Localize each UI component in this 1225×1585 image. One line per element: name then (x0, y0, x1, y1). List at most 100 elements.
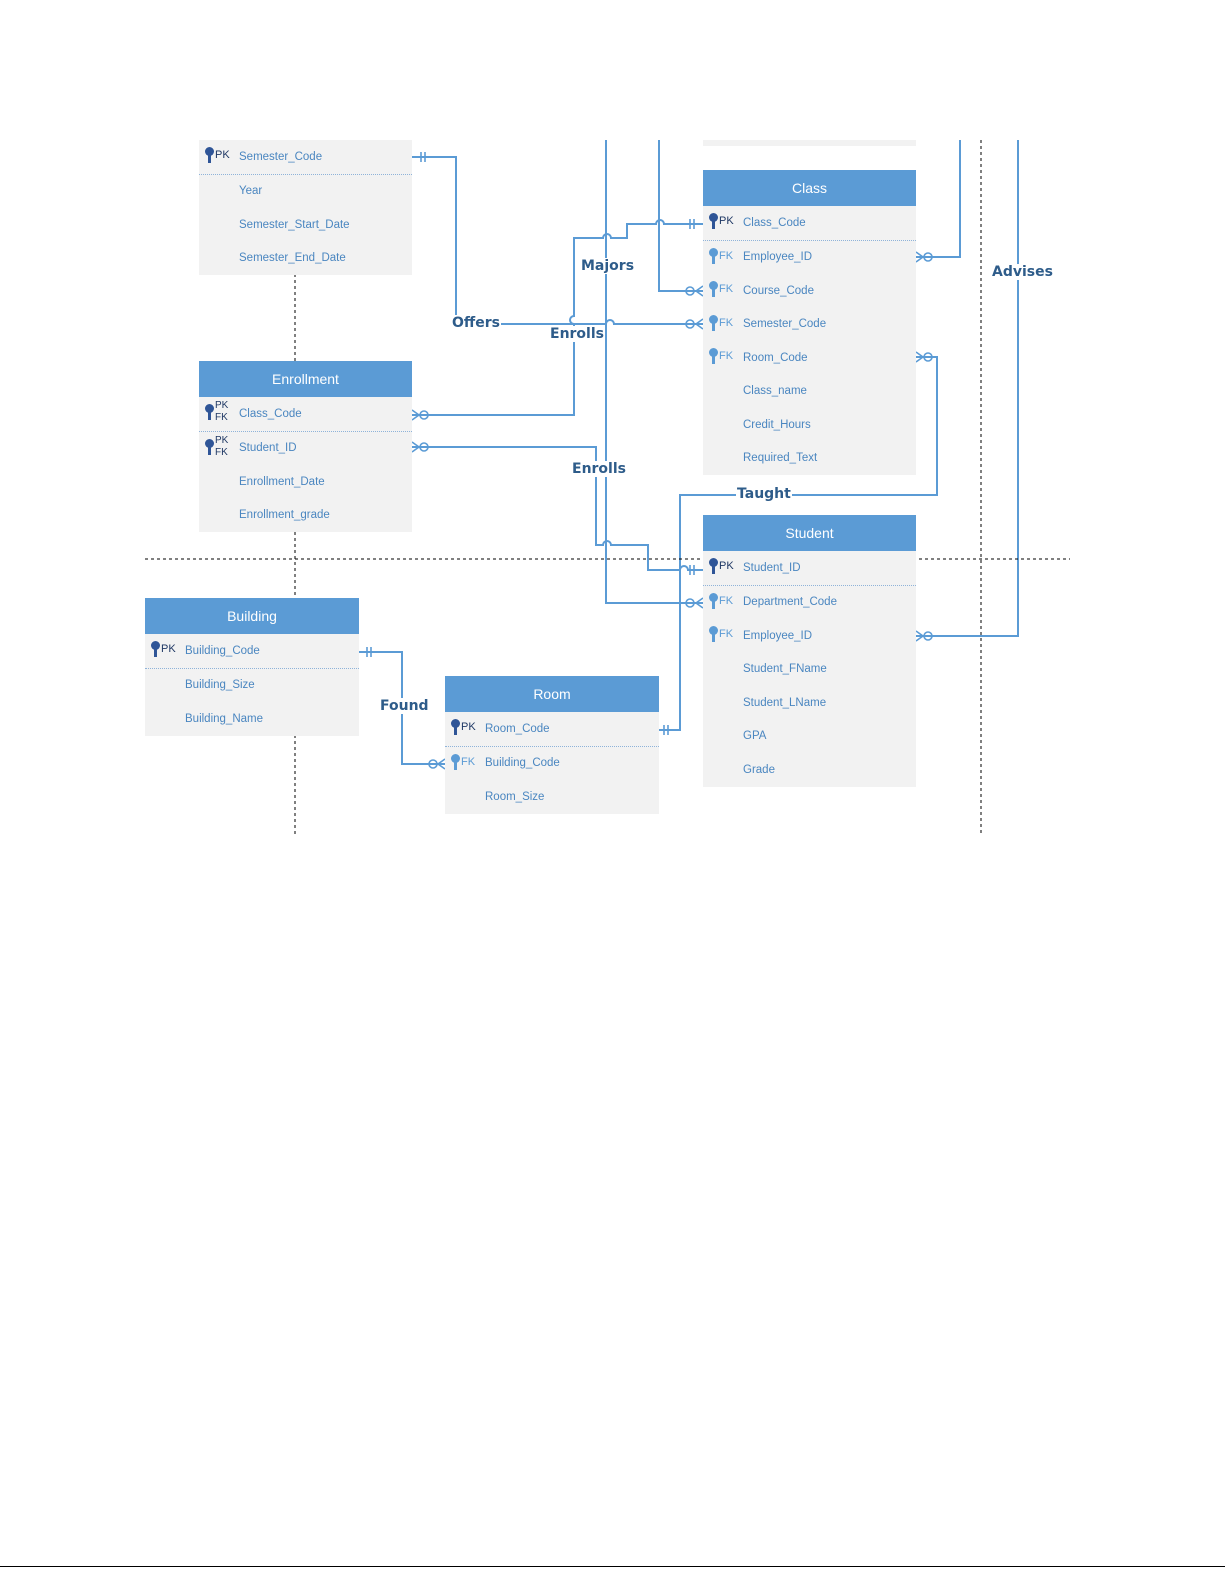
field-row: PK Building_Code (145, 634, 359, 669)
entity-semester: PK Semester_Code Year Semester_Start_Dat… (199, 140, 412, 275)
field-name: Building_Code (185, 644, 260, 657)
entity-class: Class PK Class_Code FK Employee_ID FK Co… (703, 170, 916, 475)
field-row: Building_Name (145, 702, 359, 736)
field-name: Employee_ID (743, 251, 813, 264)
key-icon: PK (709, 211, 739, 235)
key-icon: FK (451, 752, 481, 776)
field-row: FK Building_Code (445, 747, 659, 781)
field-name: Semester_Start_Date (239, 218, 350, 231)
field-row: FK Department_Code (703, 586, 916, 620)
field-name: GPA (743, 730, 767, 743)
field-name: Employee_ID (743, 629, 813, 642)
field-name: Semester_Code (239, 150, 323, 163)
field-row: Grade (703, 753, 916, 787)
field-row: PK Class_Code (703, 206, 916, 241)
key-icon: PK (709, 556, 739, 580)
relationship-label-advises: Advises (991, 264, 1054, 280)
field-row: Year (199, 175, 412, 209)
field-row: Required_Text (703, 442, 916, 476)
relationship-label-taught: Taught (736, 486, 792, 502)
field-row: Student_LName (703, 686, 916, 720)
field-row: Room_Size (445, 780, 659, 814)
key-icon: FK (709, 591, 739, 615)
field-name: Enrollment_Date (239, 475, 325, 488)
field-row: Semester_Start_Date (199, 208, 412, 242)
field-row: Class_name (703, 375, 916, 409)
field-name: Year (239, 185, 263, 198)
field-name: Required_Text (743, 452, 818, 465)
field-row: Student_FName (703, 653, 916, 687)
advises-line (916, 140, 1019, 637)
key-icon: PK (151, 639, 181, 663)
entity-student: Student PK Student_ID FK Department_Code… (703, 515, 916, 787)
field-name: Class_name (743, 385, 807, 398)
field-name: Student_ID (743, 561, 801, 574)
key-icon: FK (709, 624, 739, 648)
key-icon: PK (205, 145, 235, 169)
field-name: Student_ID (239, 442, 297, 455)
key-icon: FK (709, 246, 739, 270)
field-row: PK Room_Code (445, 712, 659, 747)
field-row: Enrollment_grade (199, 499, 412, 533)
offers-line (412, 156, 703, 325)
majors-line (605, 140, 703, 604)
field-row: Enrollment_Date (199, 465, 412, 499)
field-row: Building_Size (145, 669, 359, 703)
relationship-label-offers: Offers (451, 315, 501, 331)
entity-title: Student (703, 515, 916, 551)
field-name: Credit_Hours (743, 418, 811, 431)
field-name: Room_Code (743, 351, 808, 364)
field-name: Building_Code (485, 757, 560, 770)
entity-title: Room (445, 676, 659, 712)
relationship-label-majors: Majors (580, 258, 636, 274)
entity-building: Building PK Building_Code Building_Size … (145, 598, 359, 736)
teaches-line (916, 140, 961, 258)
field-name: Department_Code (743, 596, 837, 609)
page-bottom-rule (0, 1566, 1225, 1567)
field-row: FK Room_Code (703, 341, 916, 375)
field-row: PK Student_ID (703, 551, 916, 586)
entity-room: Room PK Room_Code FK Building_Code Room_… (445, 676, 659, 814)
relationship-label-found: Found (379, 698, 430, 714)
enrolls-student-line (412, 446, 703, 571)
field-name: Student_LName (743, 696, 827, 709)
field-name: Enrollment_grade (239, 509, 330, 522)
field-name: Course_Code (743, 284, 814, 297)
field-name: Class_Code (743, 216, 806, 229)
key-icon: FK (709, 346, 739, 370)
field-name: Grade (743, 763, 775, 776)
field-name: Room_Size (485, 790, 545, 803)
field-name: Building_Name (185, 712, 263, 725)
field-name: Semester_End_Date (239, 252, 346, 265)
entity-stub-top (703, 140, 916, 146)
key-icon: PK (451, 717, 481, 741)
entity-title: Building (145, 598, 359, 634)
field-name: Building_Size (185, 679, 255, 692)
field-row: GPA (703, 720, 916, 754)
taught-line (659, 356, 938, 731)
field-row: FK Employee_ID (703, 619, 916, 653)
field-row: Semester_End_Date (199, 242, 412, 276)
field-name: Semester_Code (743, 318, 827, 331)
field-row: FK Course_Code (703, 274, 916, 308)
course-line (658, 140, 703, 292)
field-row: PK Semester_Code (199, 140, 412, 175)
field-name: Student_FName (743, 663, 827, 676)
entity-title: Enrollment (199, 361, 412, 397)
field-row: Credit_Hours (703, 408, 916, 442)
field-row: FK Semester_Code (703, 308, 916, 342)
key-icon: FK (709, 313, 739, 337)
key-icon: FK (709, 279, 739, 303)
entity-title: Class (703, 170, 916, 206)
relationship-label-enrolls-class: Enrolls (549, 326, 605, 342)
field-name: Room_Code (485, 722, 550, 735)
field-name: Class_Code (239, 407, 302, 420)
field-row: FK Employee_ID (703, 241, 916, 275)
